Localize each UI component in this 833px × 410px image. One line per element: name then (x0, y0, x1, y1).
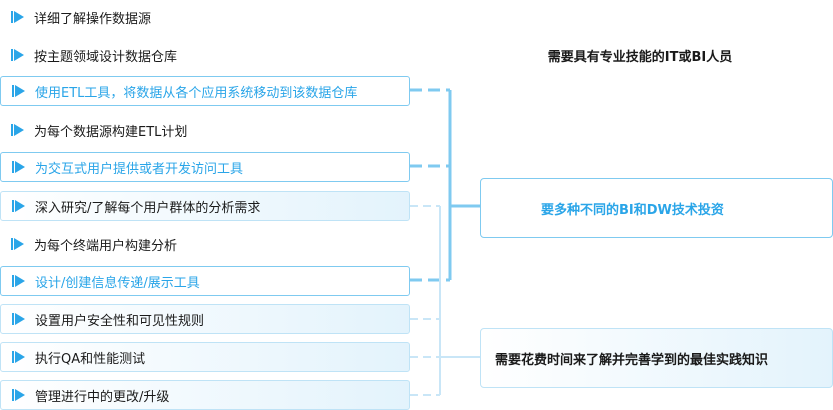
task-label: 深入研究/了解每个用户群体的分析需求 (35, 200, 261, 216)
task-item-access-tools: 为交互式用户提供或者开发访问工具 (0, 152, 410, 182)
play-bullet-icon (11, 238, 24, 250)
task-item-security-rules: 设置用户安全性和可见性规则 (0, 304, 410, 334)
task-label: 详细了解操作数据源 (34, 11, 152, 27)
task-label: 按主题领域设计数据仓库 (34, 49, 178, 65)
play-bullet-icon (12, 351, 25, 363)
task-label: 为交互式用户提供或者开发访问工具 (35, 161, 244, 177)
requirement-time-label: 需要花费时间来了解并完善学到的最佳实践知识 (495, 352, 769, 368)
requirement-time: 需要花费时间来了解并完善学到的最佳实践知识 (480, 328, 833, 388)
task-label: 为每个数据源构建ETL计划 (34, 124, 188, 140)
task-item-etl-plan: 为每个数据源构建ETL计划 (0, 115, 410, 145)
play-bullet-icon (12, 389, 25, 401)
task-item-design-warehouse: 按主题领域设计数据仓库 (0, 40, 410, 70)
task-label: 管理进行中的更改/升级 (35, 389, 170, 405)
requirement-skills-label: 需要具有专业技能的IT或BI人员 (547, 49, 733, 65)
task-item-analysis-needs: 深入研究/了解每个用户群体的分析需求 (0, 191, 410, 221)
task-item-qa-testing: 执行QA和性能测试 (0, 342, 410, 372)
play-bullet-icon (11, 11, 24, 23)
task-label: 为每个终端用户构建分析 (34, 238, 178, 254)
task-item-delivery-tools: 设计/创建信息传递/展示工具 (0, 266, 410, 296)
task-label: 使用ETL工具，将数据从各个应用系统移动到该数据仓库 (35, 85, 358, 101)
play-bullet-icon (12, 161, 25, 173)
task-item-build-analysis: 为每个终端用户构建分析 (0, 229, 410, 259)
task-item-etl-tool: 使用ETL工具，将数据从各个应用系统移动到该数据仓库 (0, 76, 410, 106)
play-bullet-icon (12, 275, 25, 287)
play-bullet-icon (12, 313, 25, 325)
task-label: 执行QA和性能测试 (35, 351, 146, 367)
task-item-understand-sources: 详细了解操作数据源 (0, 2, 410, 32)
task-item-manage-upgrades: 管理进行中的更改/升级 (0, 380, 410, 410)
play-bullet-icon (12, 200, 25, 212)
play-bullet-icon (11, 49, 24, 61)
requirement-investment-label: 要多种不同的BI和DW技术投资 (541, 202, 724, 218)
task-label: 设计/创建信息传递/展示工具 (35, 275, 200, 291)
play-bullet-icon (12, 85, 25, 97)
requirement-investment: 要多种不同的BI和DW技术投资 (480, 178, 833, 238)
play-bullet-icon (11, 124, 24, 136)
task-label: 设置用户安全性和可见性规则 (35, 313, 205, 329)
requirement-skills: 需要具有专业技能的IT或BI人员 (480, 40, 800, 70)
